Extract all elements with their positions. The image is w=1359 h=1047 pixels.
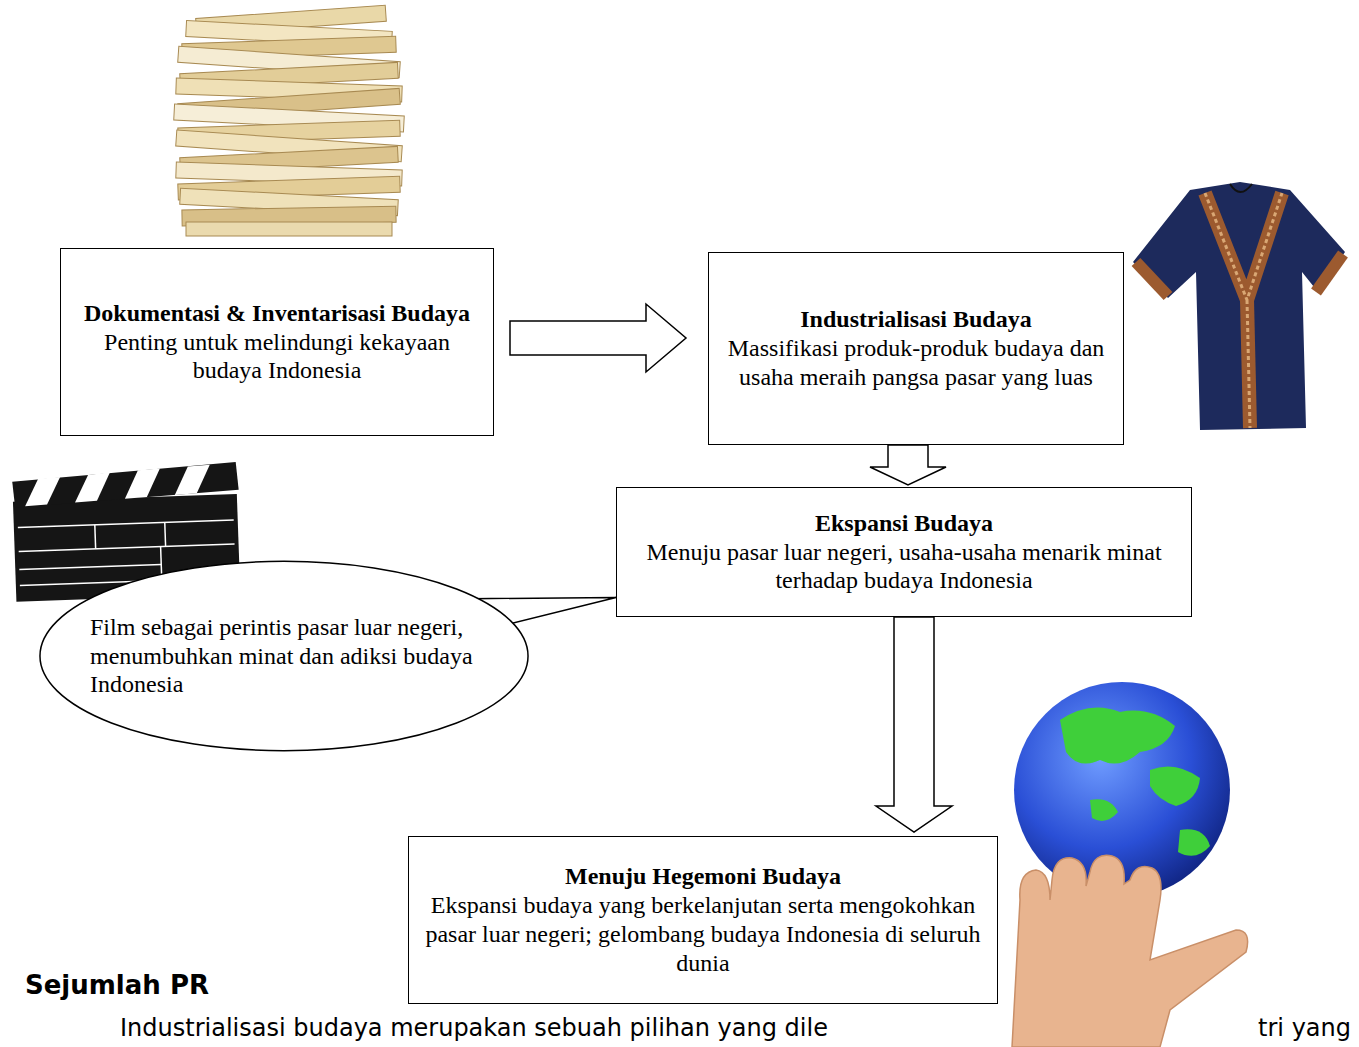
box-heading: Dokumentasi & Inventarisasi Budaya bbox=[69, 299, 485, 328]
block-arrow bbox=[510, 304, 686, 372]
box-text: Menuju pasar luar negeri, usaha-usaha me… bbox=[625, 538, 1183, 596]
box-heading: Industrialisasi Budaya bbox=[717, 305, 1115, 334]
process-box: Menuju Hegemoni BudayaEkspansi budaya ya… bbox=[408, 836, 998, 1004]
body-text: Industrialisasi budaya merupakan sebuah … bbox=[120, 1014, 828, 1042]
callout-ellipse: Film sebagai perintis pasar luar negeri,… bbox=[38, 560, 530, 752]
ellipse-shape bbox=[40, 561, 528, 750]
blouse-picture bbox=[1133, 182, 1345, 430]
block-arrow bbox=[870, 445, 946, 485]
box-text: Film sebagai perintis pasar luar negeri,… bbox=[90, 613, 508, 699]
box-heading: Ekspansi Budaya bbox=[625, 509, 1183, 538]
block-arrow bbox=[876, 617, 952, 832]
box-text: Massifikasi produk-produk budaya dan usa… bbox=[717, 334, 1115, 392]
globe-picture bbox=[1012, 682, 1248, 1047]
section-heading: Sejumlah PR bbox=[25, 970, 209, 1000]
body-text: tri yang bbox=[1258, 1014, 1351, 1042]
box-text: Penting untuk melindungi kekayaan budaya… bbox=[69, 328, 485, 386]
paper-stack bbox=[174, 5, 405, 236]
process-box: Ekspansi BudayaMenuju pasar luar negeri,… bbox=[616, 487, 1192, 617]
box-heading: Menuju Hegemoni Budaya bbox=[417, 862, 989, 891]
process-box: Industrialisasi BudayaMassifikasi produk… bbox=[708, 252, 1124, 445]
process-box: Dokumentasi & Inventarisasi BudayaPentin… bbox=[60, 248, 494, 436]
box-text: Ekspansi budaya yang berkelanjutan serta… bbox=[417, 891, 989, 977]
